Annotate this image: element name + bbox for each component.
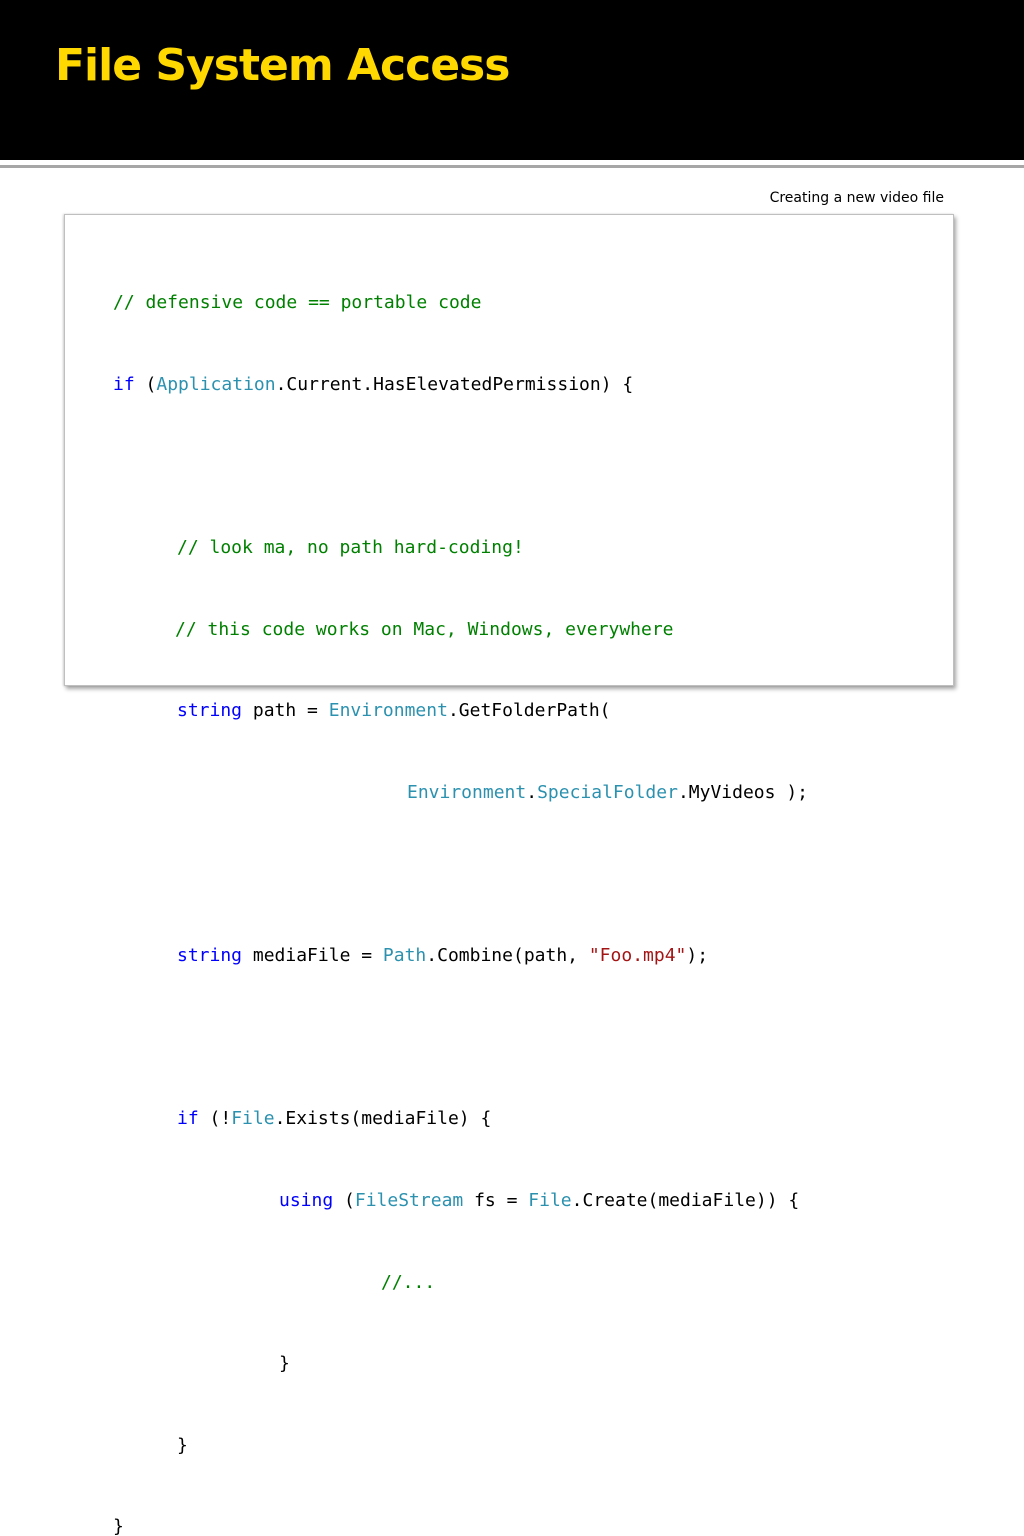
code-text: .Combine(path, <box>426 945 589 967</box>
code-comment: // this code works on Mac, Windows, ever… <box>175 618 674 640</box>
code-text: ( <box>134 374 157 395</box>
code-panel: // defensive code == portable code if (A… <box>64 214 954 1536</box>
code-line-15: } <box>113 1432 808 1459</box>
code-line-16: } <box>113 1513 808 1536</box>
code-line-2: if (Application.Current.HasElevatedPermi… <box>113 371 808 398</box>
code-line-5: // this code works on Mac, Windows, ever… <box>113 616 808 643</box>
header-divider-grey <box>0 165 1024 168</box>
code-text: ( <box>333 1189 355 1211</box>
title-bar: File System Access <box>0 0 1024 160</box>
code-comment: // defensive code == portable code <box>113 292 482 314</box>
code-text: mediaFile = <box>242 945 383 967</box>
code-text: .Create(mediaFile)) { <box>571 1189 800 1211</box>
code-type: Application <box>156 374 276 395</box>
code-comment: // look ma, no path hard-coding! <box>177 537 524 559</box>
code-line-1: // defensive code == portable code <box>113 289 808 316</box>
code-text: . <box>526 781 538 803</box>
code-keyword: if <box>177 1108 199 1130</box>
header-divider-white <box>0 160 1024 165</box>
code-line-7: Environment.SpecialFolder.MyVideos ); <box>113 779 808 806</box>
code-type: Environment <box>328 700 448 722</box>
code-line-6: string path = Environment.GetFolderPath( <box>113 697 808 724</box>
code-listing: // defensive code == portable code if (A… <box>113 235 808 1536</box>
code-brace: } <box>279 1353 290 1375</box>
code-keyword: if <box>113 374 135 395</box>
code-line-4: // look ma, no path hard-coding! <box>113 534 808 561</box>
code-line-8-blank <box>113 861 808 888</box>
code-text: .GetFolderPath( <box>447 700 611 722</box>
code-type: Path <box>382 945 427 967</box>
code-line-9: string mediaFile = Path.Combine(path, "F… <box>113 942 808 969</box>
code-text: fs = <box>463 1189 529 1211</box>
code-text: path = <box>242 700 329 722</box>
code-line-13: //... <box>113 1269 808 1296</box>
code-line-12: using (FileStream fs = File.Create(media… <box>113 1187 808 1214</box>
code-text: .Exists(mediaFile) { <box>274 1108 492 1130</box>
code-brace: } <box>113 1516 124 1536</box>
code-keyword: using <box>279 1189 334 1211</box>
code-line-3-blank <box>113 453 808 480</box>
code-type: FileStream <box>354 1189 464 1211</box>
code-type: File <box>528 1189 572 1211</box>
code-text: ); <box>686 945 709 967</box>
code-text: .Current.HasElevatedPermission) { <box>275 374 634 395</box>
code-type: File <box>231 1108 275 1130</box>
code-brace: } <box>177 1434 188 1456</box>
code-keyword: string <box>177 700 243 722</box>
code-text: .MyVideos ); <box>677 781 808 803</box>
code-text: (! <box>198 1108 232 1130</box>
slide-title: File System Access <box>55 40 510 91</box>
code-comment: //... <box>381 1271 436 1293</box>
code-type: Environment <box>407 781 527 803</box>
code-line-11: if (!File.Exists(mediaFile) { <box>113 1105 808 1132</box>
code-caption: Creating a new video file <box>769 190 944 206</box>
code-line-14: } <box>113 1350 808 1377</box>
code-type: SpecialFolder <box>537 781 678 803</box>
code-line-10-blank <box>113 1024 808 1051</box>
code-string: "Foo.mp4" <box>588 945 687 967</box>
code-keyword: string <box>177 945 243 967</box>
